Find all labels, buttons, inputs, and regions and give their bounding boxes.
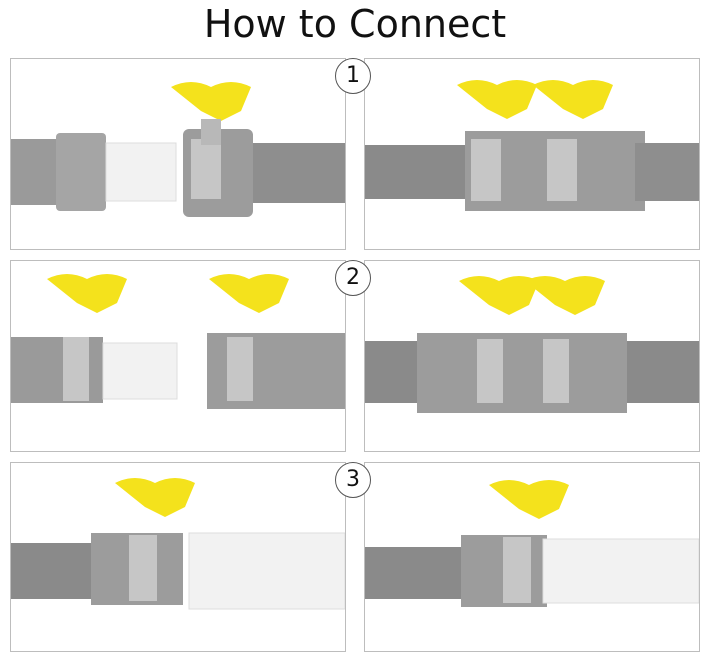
hose-illustration	[11, 478, 345, 610]
hose-illustration	[11, 82, 345, 217]
step-number: 3	[346, 467, 360, 492]
panel-step2-before	[10, 260, 346, 452]
step-number: 2	[346, 265, 360, 290]
panel-step2-after	[364, 260, 700, 452]
hose-illustration	[365, 80, 699, 211]
panel-step3-after	[364, 462, 700, 652]
hose-illustration	[11, 274, 345, 409]
page-title: How to Connect	[203, 2, 507, 46]
panel-step1-before	[10, 58, 346, 250]
step-number-badge: 3	[335, 462, 371, 498]
hose-illustration	[365, 276, 699, 413]
hose-illustration	[365, 480, 699, 607]
panel-step3-before	[10, 462, 346, 652]
step-number: 1	[346, 63, 360, 88]
step-number-badge: 1	[335, 58, 371, 94]
step-number-badge: 2	[335, 260, 371, 296]
panel-step1-after	[364, 58, 700, 250]
